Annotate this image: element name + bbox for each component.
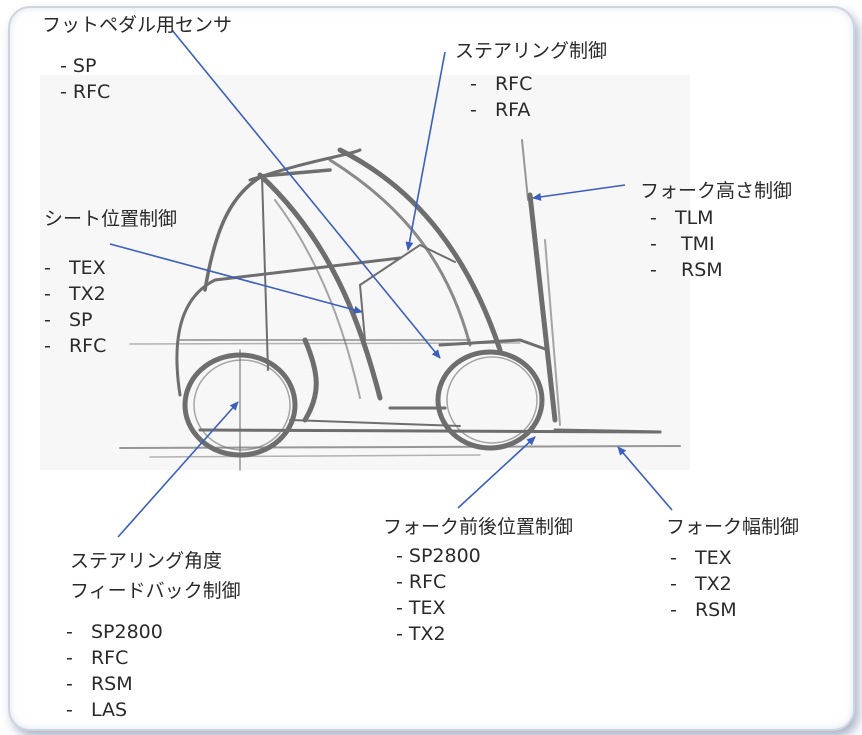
label-steering-angle-title2: フィードバック制御 (70, 580, 241, 602)
label-seat-position-item: - SP (44, 309, 93, 331)
label-steering-title: ステアリング制御 (455, 40, 608, 62)
arrow-foot-pedal (171, 29, 441, 359)
annotation-arrows (109, 29, 673, 538)
label-steering-angle-item: - SP2800 (66, 621, 163, 643)
label-seat-position-item: - TEX (44, 257, 106, 279)
label-fork-height-item: - TLM (650, 207, 714, 229)
label-fork-height-item: - RSM (650, 259, 723, 281)
label-fork-width-title: フォーク幅制御 (666, 516, 800, 538)
label-fork-fore-aft-item: - TEX (396, 597, 446, 619)
label-seat-position-item: - TX2 (44, 283, 106, 305)
label-fork-width-item: - RSM (670, 599, 737, 621)
arrow-fork-width (617, 446, 673, 511)
label-fork-height-item: - TMI (650, 233, 715, 255)
arrow-steering (405, 51, 446, 251)
label-fork-fore-aft-item: - TX2 (396, 623, 446, 645)
label-fork-fore-aft-item: - SP2800 (396, 545, 481, 567)
label-seat-position-item: - RFC (44, 335, 107, 357)
label-fork-width-item: - TX2 (670, 573, 732, 595)
label-steering-angle-item: - LAS (66, 699, 128, 721)
label-foot-pedal-item: - SP (60, 55, 97, 77)
label-seat-position-title: シート位置制御 (44, 208, 178, 230)
arrow-seat-position (109, 243, 363, 314)
label-fork-fore-aft-item: - RFC (396, 571, 447, 593)
label-fork-height-title: フォーク高さ制御 (640, 180, 793, 202)
label-fork-fore-aft-title: フォーク前後位置制御 (383, 516, 574, 538)
label-foot-pedal-item: - RFC (60, 81, 111, 103)
label-foot-pedal-title: フットペダル用センサ (42, 14, 233, 36)
arrow-fork-fore-aft (457, 436, 536, 509)
label-steering-item: - RFA (470, 99, 531, 121)
label-fork-width-item: - TEX (670, 547, 732, 569)
sketch-background (40, 75, 690, 470)
label-steering-item: - RFC (470, 73, 533, 95)
arrow-fork-height (532, 184, 626, 201)
arrow-steering-angle (117, 401, 239, 538)
label-steering-angle-title: ステアリング角度 (70, 550, 223, 572)
forklift-sketch (119, 139, 681, 471)
label-steering-angle-item: - RSM (66, 673, 133, 695)
label-steering-angle-item: - RFC (66, 647, 129, 669)
